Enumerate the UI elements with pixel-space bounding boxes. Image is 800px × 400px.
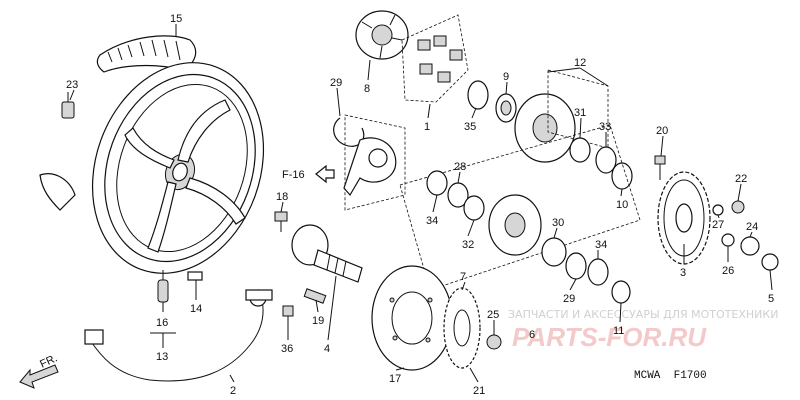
callout-29-lower: 29 bbox=[563, 293, 575, 305]
callout-33: 33 bbox=[599, 121, 611, 133]
front-direction-arrow: FR. bbox=[19, 352, 59, 389]
callout-13: 13 bbox=[156, 351, 168, 363]
callout-26: 26 bbox=[722, 265, 734, 277]
bearing-31-part bbox=[569, 137, 591, 163]
bolt-20-part bbox=[654, 155, 666, 180]
axle-shaft-part bbox=[291, 224, 363, 283]
callout-24: 24 bbox=[746, 221, 758, 233]
callout-34-right: 34 bbox=[595, 239, 607, 251]
callout-6: 6 bbox=[529, 329, 535, 341]
callout-17: 17 bbox=[389, 373, 401, 385]
nut-25-part bbox=[486, 334, 502, 350]
callout-8: 8 bbox=[364, 83, 370, 95]
callout-29: 29 bbox=[330, 77, 342, 89]
caliper-bracket-part bbox=[343, 114, 406, 211]
reference-arrow-f16: F-16 bbox=[282, 164, 335, 184]
leader-lines bbox=[69, 24, 773, 383]
washer-27-part bbox=[712, 204, 724, 216]
callout-23: 23 bbox=[66, 79, 78, 91]
callout-36: 36 bbox=[281, 343, 293, 355]
callout-15: 15 bbox=[170, 13, 182, 25]
watermark-logo: PARTS-FOR.RU bbox=[512, 322, 707, 352]
callout-35: 35 bbox=[464, 121, 476, 133]
callout-12: 12 bbox=[574, 57, 586, 69]
damper-rubbers-part bbox=[401, 14, 469, 103]
valve-stem-part bbox=[157, 270, 203, 303]
callout-34-left: 34 bbox=[426, 215, 438, 227]
callout-3: 3 bbox=[680, 267, 686, 279]
callout-25: 25 bbox=[487, 309, 499, 321]
nut-22-part bbox=[731, 200, 745, 214]
bolt-19-part bbox=[303, 288, 327, 304]
callout-11: 11 bbox=[613, 325, 624, 337]
callout-19: 19 bbox=[312, 315, 324, 327]
callout-10: 10 bbox=[616, 199, 628, 211]
callout-20: 20 bbox=[656, 125, 668, 137]
bolt-36-part bbox=[282, 305, 294, 317]
callout-27: 27 bbox=[712, 219, 724, 231]
wheel-rim-part bbox=[91, 62, 265, 274]
callout-32: 32 bbox=[462, 239, 474, 251]
callout-22: 22 bbox=[735, 173, 747, 185]
callout-31: 31 bbox=[574, 107, 586, 119]
callout-5: 5 bbox=[768, 293, 774, 305]
tire-part bbox=[39, 35, 197, 211]
callout-28: 28 bbox=[454, 161, 466, 173]
callout-18: 18 bbox=[276, 191, 288, 203]
damper-holder-part bbox=[355, 10, 409, 60]
hub-assembly-part bbox=[399, 124, 641, 291]
collar-11-part bbox=[611, 280, 631, 304]
callout-numbers: 15 23 8 1 29 35 9 12 31 33 20 28 10 18 3… bbox=[66, 13, 774, 397]
callout-30: 30 bbox=[552, 217, 564, 229]
reference-label-f16: F-16 bbox=[282, 169, 305, 181]
callout-16: 16 bbox=[156, 317, 168, 329]
callout-4: 4 bbox=[324, 343, 330, 355]
oil-seal-part bbox=[467, 80, 489, 110]
driven-flange-part bbox=[514, 69, 609, 163]
brake-disc-part bbox=[371, 265, 453, 371]
nut-5-part bbox=[761, 253, 779, 271]
nut-24-part bbox=[740, 236, 760, 256]
valve-cap-part bbox=[61, 92, 75, 119]
callout-9: 9 bbox=[503, 71, 509, 83]
callout-7: 7 bbox=[460, 271, 466, 283]
driven-sprocket-part bbox=[657, 171, 711, 265]
diagram-code: MCWA F1700 bbox=[634, 370, 707, 382]
bolt-18-part bbox=[274, 211, 288, 232]
watermark-caption: ЗАПЧАСТИ И АКСЕССУАРЫ ДЛЯ МОТОТЕХНИКИ bbox=[508, 308, 778, 321]
callout-1: 1 bbox=[424, 121, 430, 133]
callout-2: 2 bbox=[230, 385, 236, 397]
sprocket-plate-part bbox=[443, 287, 481, 369]
washer-26-part bbox=[721, 233, 735, 247]
callout-21: 21 bbox=[473, 385, 485, 397]
speed-sensor-cable-part bbox=[84, 289, 273, 382]
callout-14: 14 bbox=[190, 303, 202, 315]
